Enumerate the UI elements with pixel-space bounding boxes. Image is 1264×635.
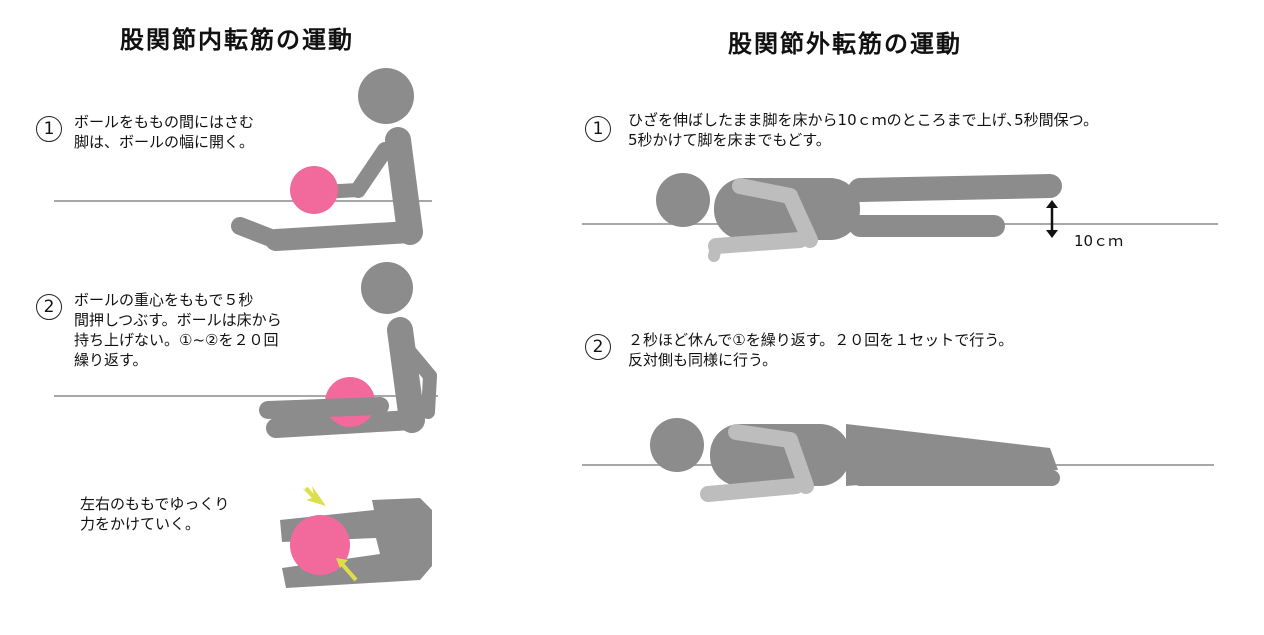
left-step2-text: ボールの重心をももで５秒 間押しつぶす。ボールは床から 持ち上げない。①~②を２… (74, 290, 282, 370)
left-step2-line: 間押しつぶす。ボールは床から (74, 311, 282, 329)
left-step1-number: 1 (36, 116, 62, 142)
right-step2-line: ２秒ほど休んで①を繰り返す。２０回を１セットで行う。 (628, 331, 1014, 349)
height-label: 10ｃｍ (1074, 232, 1124, 250)
left-step2-line: ボールの重心をももで５秒 (74, 291, 254, 309)
abductor-figure-1 (656, 173, 1062, 262)
right-step2-text: ２秒ほど休んで①を繰り返す。２０回を１セットで行う。 反対側も同様に行う。 (628, 330, 1013, 370)
left-step1-line: ボールをももの間にはさむ (74, 113, 255, 131)
abductor-figure-2 (650, 418, 1060, 502)
height-arrow-icon (1046, 200, 1058, 238)
left-step1-text: ボールをももの間にはさむ 脚は、ボールの幅に開く。 (74, 112, 254, 152)
right-step2-line: 反対側も同様に行う。 (628, 351, 778, 369)
left-note-line: 力をかけていく。 (80, 515, 201, 533)
thigh-squeeze-figure (280, 486, 432, 588)
right-step1-text: ひざを伸ばしたまま脚を床から10ｃｍのところまで上げ､5秒間保つ。 5秒かけて脚… (628, 110, 1098, 150)
adductor-figure-2 (259, 262, 437, 438)
right-step1-line: 5秒かけて脚を床までもどす。 (628, 131, 831, 149)
left-note-text: 左右のももでゆっくり 力をかけていく。 (80, 494, 229, 534)
left-step2-number: 2 (36, 294, 62, 320)
adductor-figure-1 (231, 68, 423, 251)
right-step2-number: 2 (585, 334, 611, 360)
left-title: 股関節内転筋の運動 (120, 26, 354, 54)
left-note-line: 左右のももでゆっくり (80, 495, 230, 513)
right-step1-number: 1 (585, 116, 611, 142)
left-step2-line: 持ち上げない。①~②を２０回 (74, 331, 279, 349)
left-step2-line: 繰り返す。 (74, 351, 148, 369)
right-step1-line: ひざを伸ばしたまま脚を床から10ｃｍのところまで上げ､5秒間保つ。 (628, 111, 1099, 129)
right-title: 股関節外転筋の運動 (728, 30, 962, 58)
left-step1-line: 脚は、ボールの幅に開く。 (74, 133, 255, 151)
